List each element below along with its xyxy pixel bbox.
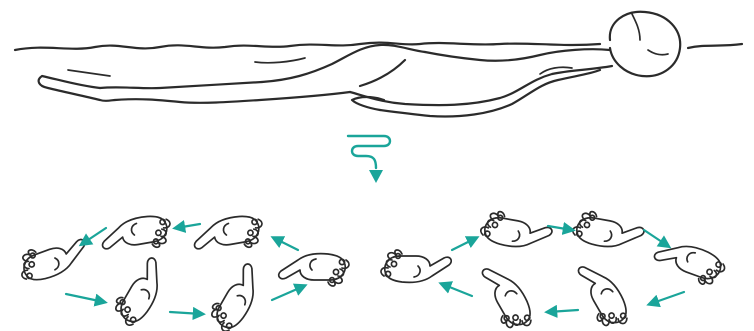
right-sculling-pattern: [381, 209, 728, 331]
swimmer-leg-upper: [100, 82, 262, 88]
motion-arrow-icon: [548, 310, 578, 312]
hand-icon: [475, 259, 538, 331]
swimmer-figure: [15, 12, 742, 117]
water-surface-line: [15, 43, 600, 50]
motion-arrow-icon: [82, 228, 106, 244]
motion-arrow-icon: [176, 224, 200, 228]
water-surface-line-right: [688, 44, 742, 48]
swimmer-arm: [380, 70, 600, 117]
swimmer-back: [425, 49, 610, 61]
left-sculling-pattern: [15, 213, 349, 331]
hand-icon: [279, 254, 349, 286]
hand-icon: [205, 259, 268, 331]
hand-icon: [15, 232, 92, 286]
swimmer-leg-lower: [115, 92, 350, 103]
hand-icon: [191, 213, 266, 257]
hand-icon: [109, 253, 172, 330]
hand-icon: [99, 213, 174, 257]
swimmer-head: [610, 12, 680, 76]
motion-arrow-icon: [644, 230, 668, 246]
motion-arrow-icon: [650, 292, 684, 304]
hand-icon: [571, 257, 634, 331]
motion-arrow-icon: [274, 238, 298, 250]
hand-icon: [479, 209, 554, 253]
down-flow-arrow-icon: [348, 136, 390, 183]
motion-arrow-icon: [66, 294, 104, 302]
motion-arrow-icon: [442, 284, 472, 296]
motion-arrow-icon: [170, 312, 202, 314]
hand-icon: [381, 250, 451, 282]
motion-arrow-icon: [452, 238, 476, 250]
hand-icon: [571, 209, 646, 253]
motion-arrow-icon: [272, 286, 304, 300]
